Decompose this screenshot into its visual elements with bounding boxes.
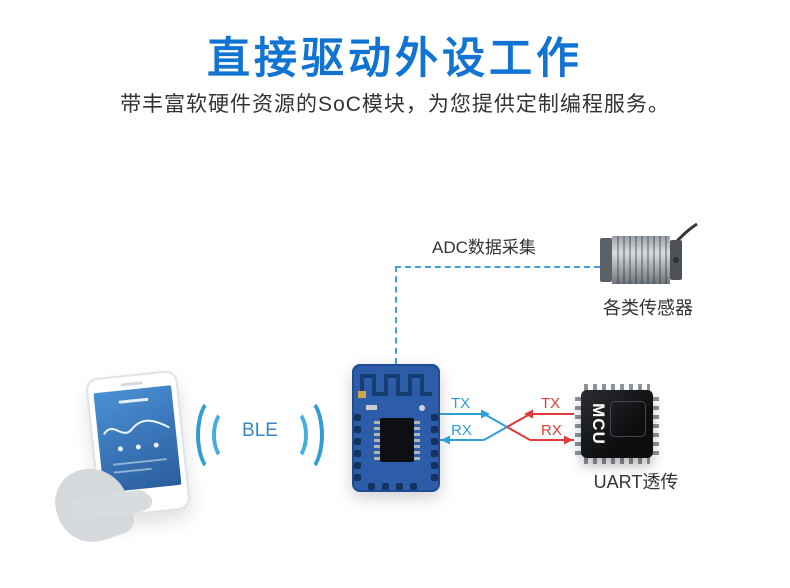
phone-screen <box>93 385 182 493</box>
uart-wires: TX RX TX RX <box>440 395 574 445</box>
sensor-label: 各类传感器 <box>603 298 693 318</box>
ble-label: BLE <box>242 420 278 441</box>
arrow-from-module-tx <box>481 409 490 419</box>
page-subtitle: 带丰富软硬件资源的SoC模块，为您提供定制编程服务。 <box>120 93 670 116</box>
mcu-pins <box>575 393 582 455</box>
arrow-from-mcu-tx <box>524 409 533 419</box>
mcu-die-outline <box>610 401 646 437</box>
mcu-rx-label: RX <box>541 422 562 439</box>
uart-label: UART透传 <box>593 472 679 492</box>
phone-speaker <box>120 381 143 387</box>
mcu-body: MCU <box>581 390 653 458</box>
arrow-into-module-rx <box>441 435 450 445</box>
load-cell-sensor <box>600 222 698 284</box>
antenna-trace <box>360 374 432 396</box>
mcu-pins <box>584 457 650 464</box>
module-ic-chip <box>380 418 414 462</box>
soc-module <box>352 364 440 492</box>
mcu-chip: MCU <box>575 384 659 464</box>
ble-signal: BLE <box>196 396 324 474</box>
phone-app-graphic <box>102 397 170 474</box>
adc-label: ADC数据采集 <box>432 238 536 257</box>
smartphone <box>84 369 192 519</box>
module-rx-label: RX <box>451 422 472 439</box>
sensor-ribs <box>617 236 667 284</box>
signal-arc-icon <box>196 396 234 474</box>
ic-pins <box>374 421 420 460</box>
module-pads <box>354 414 438 490</box>
adc-dashed-line-horizontal <box>395 266 600 268</box>
signal-arc-icon <box>286 396 324 474</box>
mcu-pins <box>652 393 659 455</box>
mcu-label: MCU <box>589 403 608 445</box>
module-tx-label: TX <box>451 395 470 412</box>
signal-arc-icon <box>212 409 240 461</box>
mcu-tx-label: TX <box>541 395 560 412</box>
page-title: 直接驱动外设工作 <box>207 35 583 83</box>
adc-dashed-line-vertical <box>395 266 397 364</box>
arrow-into-mcu-rx <box>564 435 573 445</box>
mcu-pins <box>584 384 650 391</box>
